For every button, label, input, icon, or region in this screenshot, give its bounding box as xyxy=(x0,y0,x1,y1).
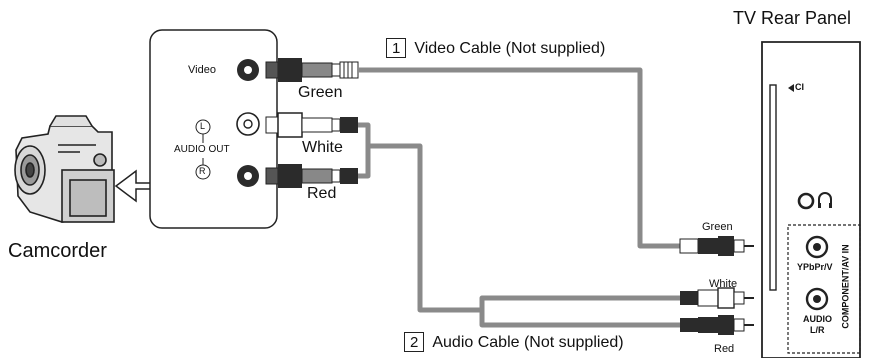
red-plug-camcorder xyxy=(265,164,358,188)
tv-rear-panel-title: TV Rear Panel xyxy=(733,8,852,28)
green-plug-label: Green xyxy=(298,84,343,101)
video-plug-tv xyxy=(679,236,754,256)
audio-out-label: AUDIO OUT xyxy=(174,144,230,155)
video-port-label: Video xyxy=(188,64,216,76)
audio-cable xyxy=(358,122,680,328)
right-channel-letter: R xyxy=(199,166,206,176)
video-plug-camcorder xyxy=(265,58,359,82)
left-channel-letter: L xyxy=(200,121,206,131)
camcorder-audio-right-jack xyxy=(237,165,259,187)
audio-cable-caption: 2 Audio Cable (Not supplied) xyxy=(404,332,624,352)
red-plug-label: Red xyxy=(307,185,337,202)
ci-label: CI xyxy=(795,82,804,92)
camcorder-label: Camcorder xyxy=(8,240,107,262)
component-av-in-group xyxy=(787,224,861,354)
tv-red-plug-label: Red xyxy=(714,343,735,355)
headphone-jack xyxy=(797,192,815,210)
camcorder-video-jack xyxy=(237,59,259,81)
tv-green-plug-label: Green xyxy=(702,221,733,233)
video-cable-name: Video Cable (Not supplied) xyxy=(414,40,606,57)
white-plug-tv xyxy=(680,287,754,309)
camcorder-icon xyxy=(14,115,115,223)
red-plug-tv xyxy=(680,315,754,335)
white-plug-label: White xyxy=(302,139,343,156)
ypbpr-v-jack xyxy=(805,235,829,259)
headphone-icon xyxy=(818,192,832,205)
direction-arrow-icon xyxy=(114,169,150,203)
audio-lr-label: L/R xyxy=(810,325,825,335)
ci-slot xyxy=(769,84,777,291)
right-channel-mark xyxy=(195,164,211,180)
audio-cable-number: 2 xyxy=(404,332,425,352)
ypbpr-label: YPbPr/V xyxy=(797,262,833,272)
tv-rear-panel xyxy=(761,41,861,358)
video-cable xyxy=(358,67,680,249)
component-av-in-label: COMPONENT/AV IN xyxy=(840,244,851,329)
video-cable-caption: 1 Video Cable (Not supplied) xyxy=(386,38,605,58)
white-plug-camcorder xyxy=(265,112,358,138)
tv-white-plug-label: White xyxy=(709,278,738,290)
camcorder-audio-left-jack xyxy=(236,112,260,136)
video-cable-number: 1 xyxy=(386,38,407,58)
audio-cable-name: Audio Cable (Not supplied) xyxy=(432,334,624,351)
ci-arrow-icon xyxy=(788,84,794,92)
audio-label: AUDIO xyxy=(803,314,832,324)
audio-lr-jack xyxy=(805,287,829,311)
